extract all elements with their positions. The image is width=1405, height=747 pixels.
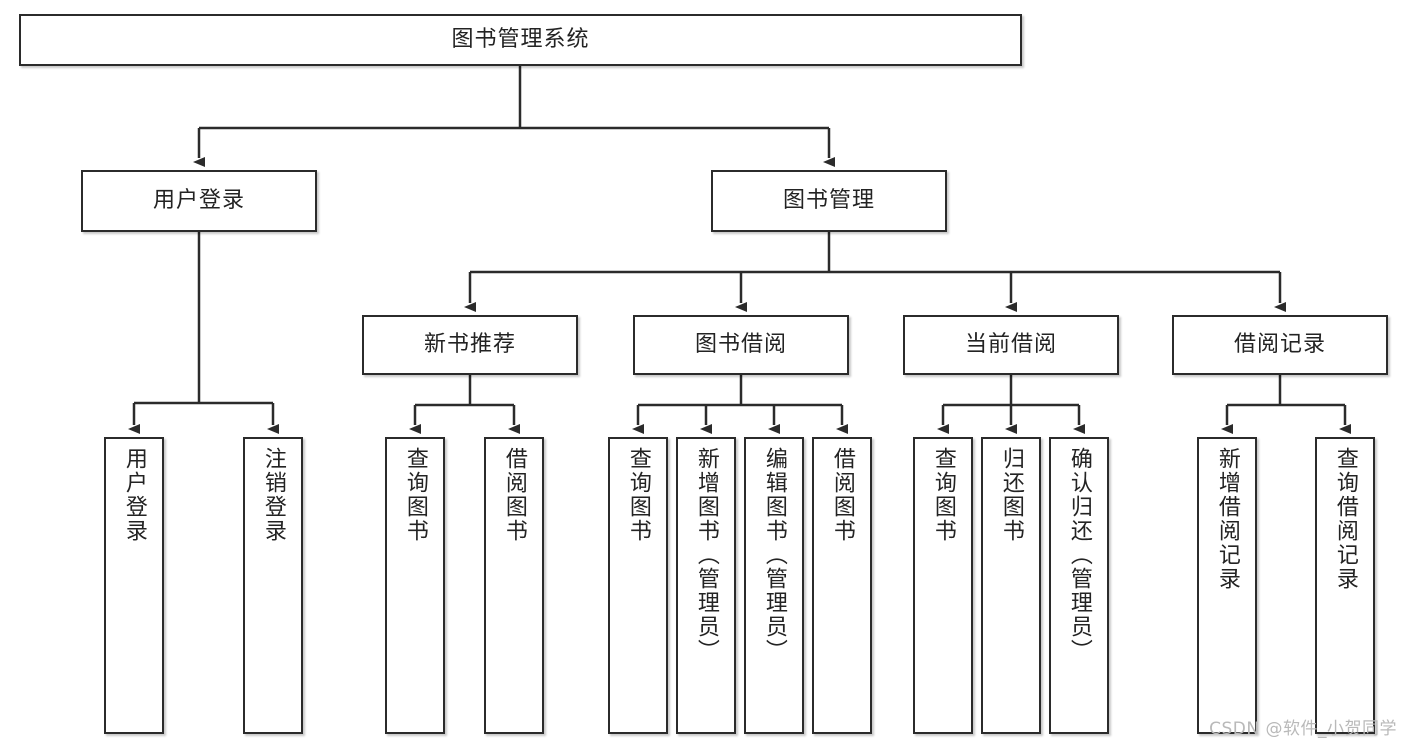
node-label-leaf-add-borrow-record: 新增借阅记录 (1214, 447, 1240, 591)
node-current-borrow[interactable]: 当前借阅 (903, 315, 1119, 375)
node-label-root: 图书管理系统 (451, 26, 590, 52)
node-label-book-borrow: 图书借阅 (694, 331, 787, 357)
node-label-leaf-query-borrow-record: 查询借阅记录 (1332, 447, 1358, 591)
node-leaf-return-book[interactable]: 归还图书 (981, 437, 1041, 734)
node-label-leaf-borrow-book-recommend: 借阅图书 (501, 447, 527, 543)
node-leaf-add-borrow-record[interactable]: 新增借阅记录 (1197, 437, 1257, 734)
node-leaf-borrow-book[interactable]: 借阅图书 (812, 437, 872, 734)
node-book-management[interactable]: 图书管理 (711, 170, 947, 232)
node-label-leaf-confirm-return: 确认归还（管理员） (1066, 447, 1092, 663)
node-label-new-book-recommend: 新书推荐 (423, 331, 516, 357)
node-leaf-borrow-book-recommend[interactable]: 借阅图书 (484, 437, 544, 734)
node-root[interactable]: 图书管理系统 (19, 14, 1022, 66)
node-label-leaf-return-book: 归还图书 (998, 447, 1024, 543)
node-leaf-edit-book[interactable]: 编辑图书（管理员） (744, 437, 804, 734)
node-label-leaf-query-book-current: 查询图书 (930, 447, 956, 543)
node-label-leaf-query-book-recommend: 查询图书 (402, 447, 428, 543)
node-leaf-add-book[interactable]: 新增图书（管理员） (676, 437, 736, 734)
node-leaf-query-book-borrow[interactable]: 查询图书 (608, 437, 668, 734)
node-label-leaf-add-book: 新增图书（管理员） (693, 447, 719, 663)
node-leaf-confirm-return[interactable]: 确认归还（管理员） (1049, 437, 1109, 734)
node-borrow-records[interactable]: 借阅记录 (1172, 315, 1388, 375)
node-label-current-borrow: 当前借阅 (964, 331, 1057, 357)
node-leaf-user-login[interactable]: 用户登录 (104, 437, 164, 734)
node-book-borrow[interactable]: 图书借阅 (633, 315, 849, 375)
node-leaf-user-logout[interactable]: 注销登录 (243, 437, 303, 734)
node-label-leaf-edit-book: 编辑图书（管理员） (761, 447, 787, 663)
node-label-leaf-query-book-borrow: 查询图书 (625, 447, 651, 543)
node-label-user-login: 用户登录 (152, 187, 245, 213)
node-new-book-recommend[interactable]: 新书推荐 (362, 315, 578, 375)
node-label-book-management: 图书管理 (782, 187, 875, 213)
node-label-leaf-user-login: 用户登录 (121, 447, 147, 543)
node-leaf-query-book-recommend[interactable]: 查询图书 (385, 437, 445, 734)
node-leaf-query-book-current[interactable]: 查询图书 (913, 437, 973, 734)
node-label-leaf-borrow-book: 借阅图书 (829, 447, 855, 543)
node-label-leaf-user-logout: 注销登录 (260, 447, 286, 543)
node-label-borrow-records: 借阅记录 (1233, 331, 1326, 357)
node-user-login[interactable]: 用户登录 (81, 170, 317, 232)
node-leaf-query-borrow-record[interactable]: 查询借阅记录 (1315, 437, 1375, 734)
